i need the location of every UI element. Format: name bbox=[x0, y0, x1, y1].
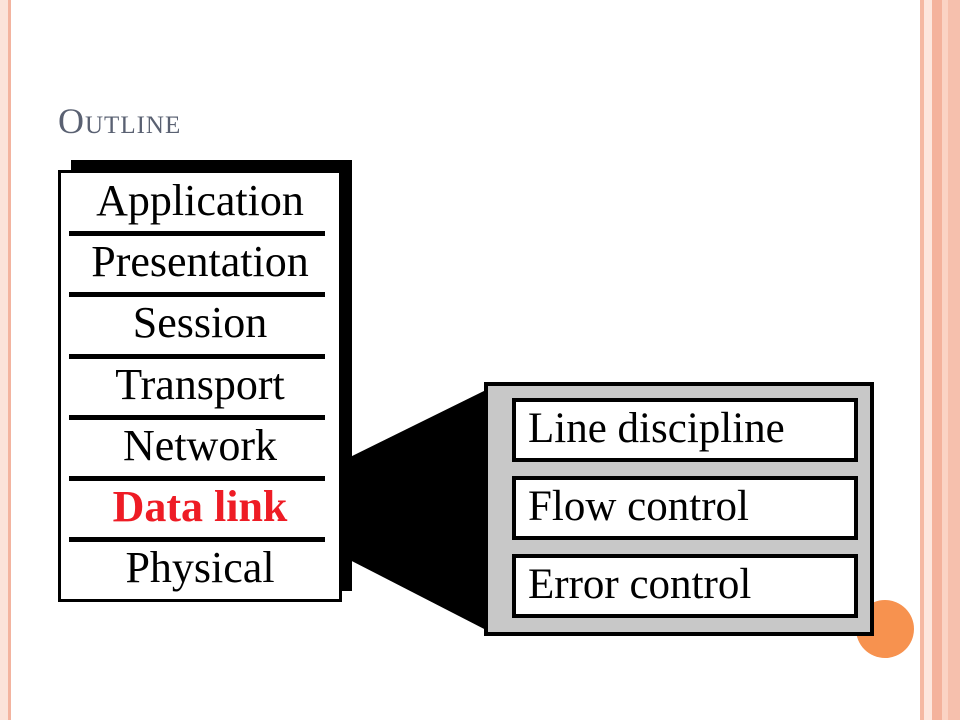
layer-divider bbox=[69, 354, 325, 359]
function-line-discipline: Line discipline bbox=[512, 398, 858, 462]
function-flow-control: Flow control bbox=[512, 476, 858, 540]
layer-transport: Transport bbox=[115, 360, 285, 409]
layer-divider bbox=[69, 415, 325, 420]
slide-title: Outline bbox=[58, 101, 182, 141]
layer-data-link: Data link bbox=[112, 482, 288, 531]
layer-network: Network bbox=[123, 421, 277, 470]
layer-divider bbox=[69, 231, 325, 236]
osi-layer-stack: Application Presentation Session Transpo… bbox=[58, 170, 342, 602]
layer-physical: Physical bbox=[125, 543, 275, 592]
layer-presentation: Presentation bbox=[91, 237, 309, 286]
right-frame-border bbox=[918, 0, 960, 720]
data-link-detail-box: Line discipline Flow control Error contr… bbox=[484, 382, 874, 636]
layer-application: Application bbox=[96, 176, 304, 225]
function-error-control: Error control bbox=[512, 554, 858, 618]
layer-divider bbox=[69, 476, 325, 481]
layer-divider bbox=[69, 537, 325, 542]
layer-session: Session bbox=[132, 298, 268, 347]
layer-divider bbox=[69, 292, 325, 297]
left-frame-border bbox=[0, 0, 11, 720]
